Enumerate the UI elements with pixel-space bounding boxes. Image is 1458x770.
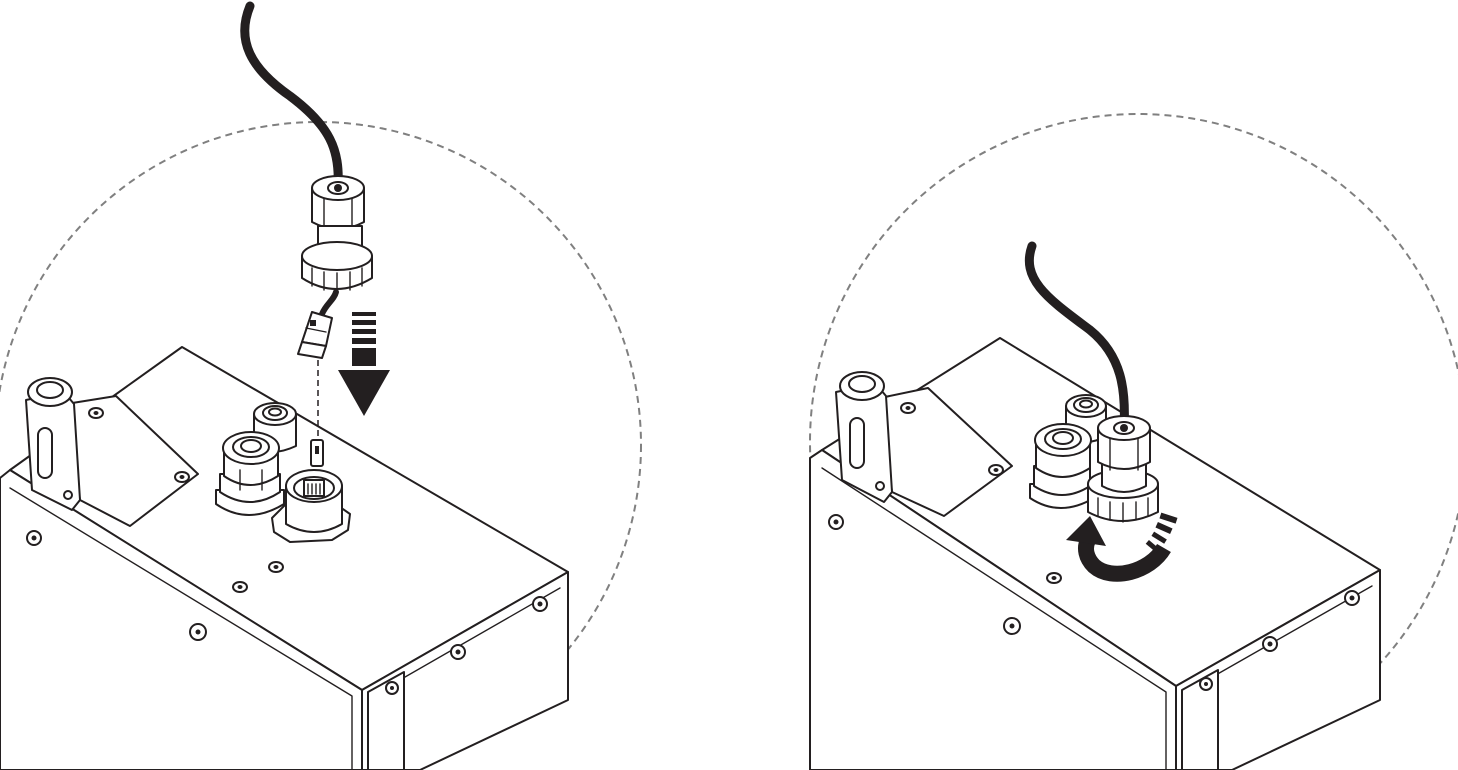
large-cable-gland: [215, 431, 285, 516]
bracket-slot: [37, 427, 53, 479]
screw-icon: [1344, 590, 1360, 606]
mounting-bracket: [25, 377, 199, 527]
network-cable: [240, 1, 343, 191]
rj45-port: [271, 469, 351, 543]
bracket-slot: [849, 417, 865, 469]
right-panel-tighten-step: [809, 113, 1458, 770]
large-cable-gland: [1029, 423, 1095, 509]
screw-icon: [532, 596, 548, 612]
screw-icon: [268, 561, 284, 573]
screw-icon: [828, 514, 844, 530]
port-latch: [310, 439, 324, 467]
down-arrow-icon: [338, 312, 390, 416]
enclosure-front-face: [809, 449, 1177, 770]
enclosure-front-face: [0, 469, 363, 770]
screw-icon: [450, 644, 466, 660]
enclosure-side-face: [361, 571, 569, 770]
corner-bracket: [367, 671, 405, 770]
enclosure-side-face: [1175, 569, 1381, 770]
rj45-plug: [297, 311, 333, 359]
screw-icon: [26, 530, 42, 546]
corner-bracket: [1181, 669, 1219, 770]
screw-icon: [232, 581, 248, 593]
left-panel-insert-step: [0, 1, 642, 770]
mounting-bracket: [835, 371, 1013, 517]
screw-icon: [1262, 636, 1278, 652]
screw-icon: [189, 623, 207, 641]
screw-icon: [1046, 572, 1062, 584]
rotate-arrow-icon: [1066, 512, 1178, 582]
installed-connector: [1024, 241, 1159, 523]
cable-connector-assembly: [240, 1, 373, 359]
network-cable: [1024, 241, 1129, 433]
screw-icon: [1003, 617, 1021, 635]
